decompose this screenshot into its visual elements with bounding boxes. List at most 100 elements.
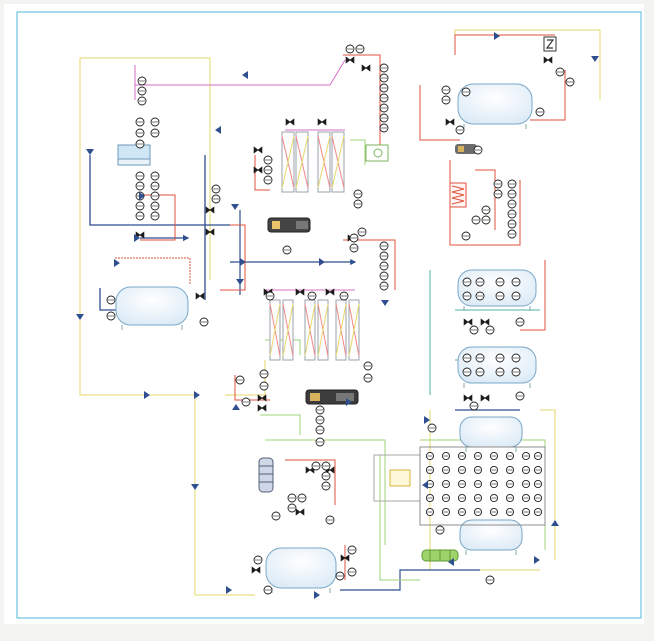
instrument-bubble bbox=[475, 291, 485, 301]
top-right-symbol bbox=[543, 36, 557, 52]
instrument-bubble bbox=[311, 461, 321, 471]
instrument-bubble bbox=[533, 479, 543, 489]
instrument-bubble bbox=[253, 555, 263, 565]
red-right-d bbox=[475, 169, 496, 230]
instrument-bubble bbox=[287, 503, 297, 513]
flow-arrow bbox=[319, 258, 325, 266]
flow-arrow bbox=[134, 234, 140, 242]
instrument-bubble bbox=[521, 451, 531, 461]
instrument-bubble bbox=[137, 86, 147, 96]
instrument-bubble bbox=[137, 96, 147, 106]
exchanger-columns bbox=[269, 131, 360, 361]
red-right-a bbox=[419, 85, 460, 141]
flow-arrow bbox=[591, 56, 599, 62]
instrument-bubble bbox=[533, 507, 543, 517]
instrument-bubble bbox=[263, 155, 273, 165]
instrument-bubble bbox=[505, 451, 515, 461]
instrument-bubble bbox=[235, 375, 245, 385]
instrument-bubble bbox=[507, 179, 517, 189]
instrument-bubble bbox=[425, 507, 435, 517]
valve bbox=[251, 566, 261, 574]
exchanger-column bbox=[281, 131, 295, 193]
instrument-bubble bbox=[505, 493, 515, 503]
instrument-bubble bbox=[457, 451, 467, 461]
instrument-bubble bbox=[515, 317, 525, 327]
instrument-bubble bbox=[211, 194, 221, 204]
instrument-bubble bbox=[475, 277, 485, 287]
equipment bbox=[117, 36, 557, 562]
filter-right-upper bbox=[455, 144, 477, 154]
main-flow-b bbox=[99, 288, 120, 311]
instrument-bubble bbox=[457, 465, 467, 475]
instrument-bubble bbox=[135, 139, 145, 149]
instrument-bubble bbox=[363, 373, 373, 383]
tubular-unit-lower bbox=[305, 389, 359, 405]
instrument-bubble bbox=[135, 211, 145, 221]
drawing-frame bbox=[16, 11, 642, 619]
valve bbox=[325, 288, 335, 296]
instrument-bubble bbox=[515, 391, 525, 401]
vessel-tank-right-1 bbox=[457, 269, 537, 311]
instrument-bubble bbox=[505, 465, 515, 475]
instrument-bubble bbox=[307, 291, 317, 301]
instrument-bubble bbox=[379, 103, 389, 113]
red-right-e bbox=[520, 260, 546, 331]
instrument-bubble bbox=[379, 63, 389, 73]
instrument-bubble bbox=[511, 277, 521, 287]
flow-arrow bbox=[226, 586, 232, 594]
instrument-bubble bbox=[137, 76, 147, 86]
flow-arrow bbox=[76, 314, 84, 320]
yellow-right-3 bbox=[540, 409, 556, 560]
red-loop-3 bbox=[220, 224, 246, 291]
instrument-bubble bbox=[379, 281, 389, 291]
instrument-bubble bbox=[135, 201, 145, 211]
instrument-bubble bbox=[211, 184, 221, 194]
instrument-bubble bbox=[511, 291, 521, 301]
valve bbox=[480, 318, 490, 326]
instrument-bubble bbox=[473, 493, 483, 503]
instrument-bubble bbox=[345, 44, 355, 54]
instrument-bubble bbox=[495, 277, 505, 287]
instrument-bubble bbox=[106, 295, 116, 305]
flow-arrow bbox=[346, 398, 352, 406]
valve bbox=[253, 166, 263, 174]
instrument-bubble bbox=[150, 201, 160, 211]
instrument-bubble bbox=[507, 189, 517, 199]
instrument-bubble bbox=[135, 171, 145, 181]
instrument-bubble bbox=[321, 481, 331, 491]
exchanger-column bbox=[304, 299, 316, 361]
instrument-bubble bbox=[457, 493, 467, 503]
instrument-bubble bbox=[441, 507, 451, 517]
flow-arrow bbox=[314, 591, 320, 599]
instrument-bubble bbox=[435, 525, 445, 535]
instrument-bubble bbox=[263, 175, 273, 185]
valve bbox=[340, 554, 350, 562]
flow-arrow bbox=[494, 32, 500, 40]
valve bbox=[205, 228, 215, 236]
valve bbox=[257, 394, 267, 402]
flow-arrow bbox=[232, 404, 240, 410]
flow-arrow bbox=[448, 558, 454, 566]
instrument-bubble bbox=[379, 73, 389, 83]
red-coil-exchanger bbox=[449, 182, 467, 208]
instrument-bubble bbox=[263, 165, 273, 175]
valve bbox=[195, 292, 205, 300]
instrument-bubble bbox=[481, 215, 491, 225]
instrument-bubble bbox=[521, 465, 531, 475]
instrument-bubble bbox=[347, 545, 357, 555]
instrument-bubble bbox=[462, 277, 472, 287]
instrument-bubble bbox=[511, 367, 521, 377]
main-flow-left bbox=[89, 155, 230, 226]
flow-arrow bbox=[194, 391, 200, 399]
red-right-top bbox=[454, 34, 555, 55]
vessel-tank-upper-right bbox=[457, 83, 533, 129]
green-cylinder-unit bbox=[421, 549, 459, 562]
instrument-bubble bbox=[505, 479, 515, 489]
flow-arrow bbox=[424, 416, 430, 424]
instrument-bubble bbox=[321, 471, 331, 481]
valves bbox=[135, 56, 553, 574]
instrument-bubble bbox=[493, 189, 503, 199]
instrument-bubble bbox=[489, 465, 499, 475]
